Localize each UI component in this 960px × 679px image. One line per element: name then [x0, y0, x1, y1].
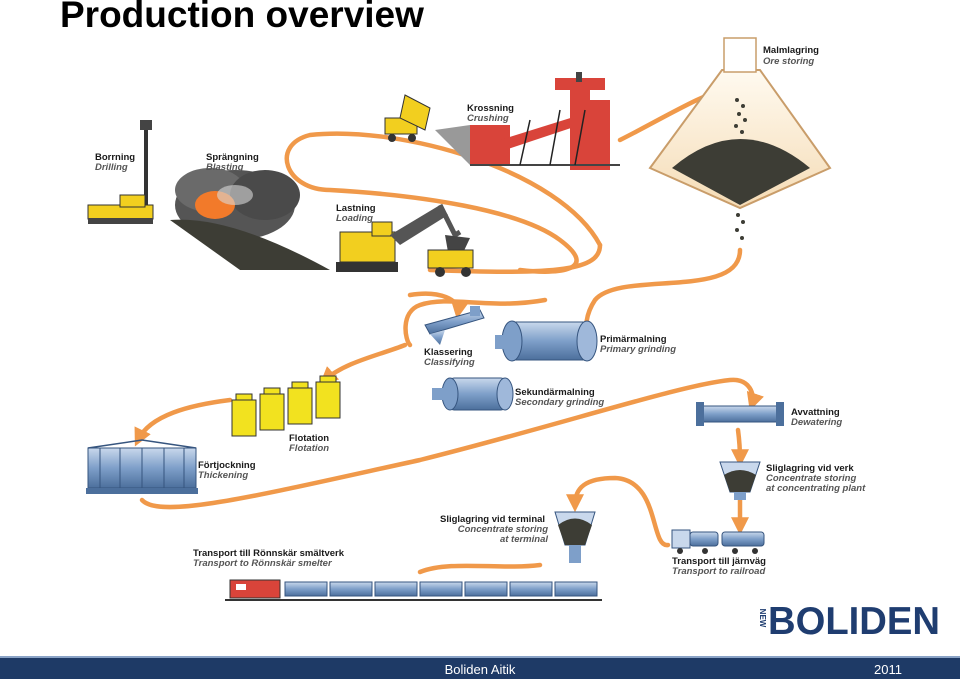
- step-crushing: Krossning Crushing: [467, 103, 514, 124]
- label-en: Classifying: [424, 357, 475, 368]
- label-sv: Sliglagring vid terminal: [440, 514, 545, 525]
- label-sv: Primärmalning: [600, 334, 667, 345]
- tanker-truck-icon: [671, 529, 765, 554]
- arrow-storage-to-grinding: [574, 247, 743, 342]
- secondary-mill-icon: [432, 377, 514, 411]
- label-en-line2: at concentrating plant: [766, 483, 866, 494]
- step-transport-smelter: Transport till Rönnskär smältverk Transp…: [193, 548, 345, 569]
- label-sv: Lastning: [336, 203, 376, 214]
- arrow-dewatering-to-concentrate: [730, 427, 749, 468]
- arrow-thickening-to-dewatering: [139, 377, 764, 510]
- arrow-terminal-to-smelter: [417, 562, 543, 575]
- haul-truck-loading-icon: [427, 249, 474, 277]
- label-en: Transport to railroad: [672, 566, 765, 577]
- logo-text: BOLIDEN: [768, 600, 940, 640]
- label-sv: Förtjockning: [198, 460, 256, 471]
- label-en: Crushing: [467, 113, 509, 124]
- label-en: Primary grinding: [600, 344, 676, 355]
- step-loading: Lastning Loading: [336, 203, 376, 224]
- label-en: Transport to Rönnskär smelter: [193, 558, 333, 569]
- primary-mill-icon: [495, 320, 598, 362]
- label-sv: Sliglagring vid verk: [766, 463, 854, 474]
- label-sv: Avvattning: [791, 407, 840, 418]
- crusher-plant-icon: [435, 72, 620, 170]
- arrow-loop-classifying: [407, 291, 469, 320]
- label-en: Thickening: [198, 470, 248, 481]
- step-ore-storing: Malmlagring Ore storing: [763, 45, 819, 67]
- label-sv: Sekundärmalning: [515, 387, 595, 398]
- thickener-icon: [86, 439, 198, 494]
- step-concentrate-storing-plant: Sliglagring vid verk Concentrate storing…: [766, 463, 866, 494]
- footer-company: Boliden Aitik: [444, 662, 516, 677]
- concentrate-silo-plant-icon: [719, 461, 761, 500]
- ore-train-icon: [225, 579, 602, 601]
- arrow-to-classifying: [403, 297, 548, 348]
- label-en: Flotation: [289, 443, 329, 454]
- label-en: Ore storing: [763, 56, 814, 67]
- ore-storage-silo-icon: [648, 37, 832, 240]
- footer-year: 2011: [874, 662, 902, 677]
- arrow-flotation-to-thickening: [134, 397, 233, 447]
- drilling-rig-icon: [87, 120, 154, 224]
- blasting-icon: [170, 168, 330, 270]
- label-en: Loading: [336, 213, 373, 224]
- label-sv: Sprängning: [206, 152, 259, 163]
- haul-truck-crushing-icon: [384, 94, 431, 142]
- label-en: Blasting: [206, 162, 244, 173]
- step-primary-grinding: Primärmalning Primary grinding: [600, 334, 676, 355]
- label-sv: Transport till järnväg: [672, 556, 766, 567]
- production-flow-diagram: Malmlagring Ore storing Krossning Crushi…: [86, 37, 866, 601]
- page-title: Production overview: [60, 0, 424, 35]
- step-classifying: Klassering Classifying: [424, 347, 475, 368]
- label-sv: Transport till Rönnskär smältverk: [193, 548, 345, 559]
- boliden-logo: NEW BOLIDEN: [758, 600, 940, 640]
- label-en: Dewatering: [791, 417, 842, 428]
- label-sv: Klassering: [424, 347, 473, 358]
- step-drilling: Borrning Drilling: [95, 152, 135, 173]
- excavator-icon: [336, 203, 470, 272]
- step-secondary-grinding: Sekundärmalning Secondary grinding: [515, 387, 604, 408]
- arrow-rail-to-terminal: [566, 475, 671, 548]
- concentrate-silo-terminal-icon: [554, 511, 596, 563]
- label-en: Concentrate storing: [458, 524, 548, 535]
- label-sv: Flotation: [289, 433, 329, 444]
- classifier-icon: [424, 306, 485, 345]
- step-blasting: Sprängning Blasting: [206, 152, 259, 173]
- step-flotation: Flotation Flotation: [289, 433, 329, 454]
- arrow-classifying-to-flotation: [319, 342, 408, 385]
- step-thickening: Förtjockning Thickening: [198, 460, 256, 481]
- flotation-cells-icon: [231, 375, 341, 437]
- logo-prefix: NEW: [758, 609, 767, 628]
- label-en-line2: at terminal: [500, 534, 548, 545]
- label-en: Secondary grinding: [515, 397, 604, 408]
- label-en: Concentrate storing: [766, 473, 856, 484]
- footer-bar: Boliden Aitik 2011: [0, 656, 960, 679]
- label-en: Drilling: [95, 162, 128, 173]
- arrow-loading-down: [427, 242, 603, 274]
- step-dewatering: Avvattning Dewatering: [791, 407, 842, 428]
- dewatering-filter-icon: [696, 402, 784, 426]
- step-concentrate-storing-terminal: Sliglagring vid terminal Concentrate sto…: [440, 514, 548, 545]
- label-sv: Krossning: [467, 103, 514, 114]
- label-sv: Malmlagring: [763, 45, 819, 56]
- label-sv: Borrning: [95, 152, 135, 163]
- step-transport-railroad: Transport till järnväg Transport to rail…: [672, 556, 766, 577]
